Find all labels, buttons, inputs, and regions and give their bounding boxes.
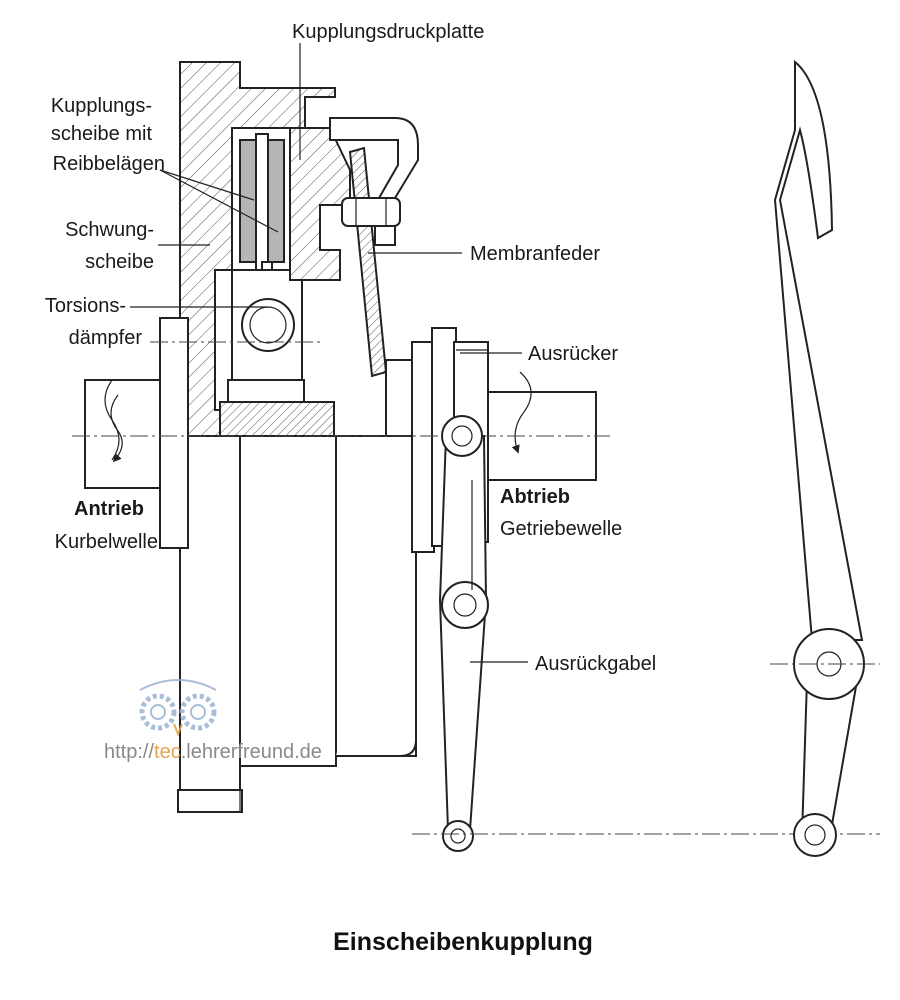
release-fork (438, 415, 489, 852)
torsion-damper (231, 269, 303, 381)
label-output-title: Abtrieb (500, 486, 570, 508)
label-drive-sub: Kurbelwelle (55, 531, 158, 553)
label-flywheel-line2: scheibe (85, 251, 154, 273)
label-diaphragm-spring: Membranfeder (470, 243, 600, 265)
label-release-fork: Ausrückgabel (535, 653, 656, 675)
clutch-cover (329, 117, 419, 246)
label-release-bearing: Ausrücker (528, 343, 618, 365)
label-drive-title: Antrieb (74, 498, 144, 520)
label-flywheel-line1: Schwung- (65, 219, 154, 241)
label-clutch-disc-line1: Kupplungs- (51, 95, 152, 117)
label-torsion-damper-line2: dämpfer (69, 327, 143, 349)
watermark-url: http://tec.lehrerfreund.de (104, 741, 322, 763)
clutch-housing-lower (159, 317, 417, 767)
transmission-shaft (487, 371, 597, 481)
leader-lines (130, 43, 528, 663)
label-clutch-disc-line3: Reibbelägen (53, 153, 165, 175)
label-clutch-disc-line2: scheibe mit (51, 123, 153, 145)
flywheel (177, 61, 336, 813)
label-output-sub: Getriebewelle (500, 518, 622, 540)
diagram-title: Einscheibenkupplung (333, 928, 593, 956)
owl-gear-logo (139, 679, 217, 737)
label-pressure-plate: Kupplungsdruckplatte (292, 21, 484, 43)
clutch-pedal (770, 59, 880, 857)
label-torsion-damper-line1: Torsions- (45, 295, 126, 317)
pressure-plate (289, 127, 351, 281)
